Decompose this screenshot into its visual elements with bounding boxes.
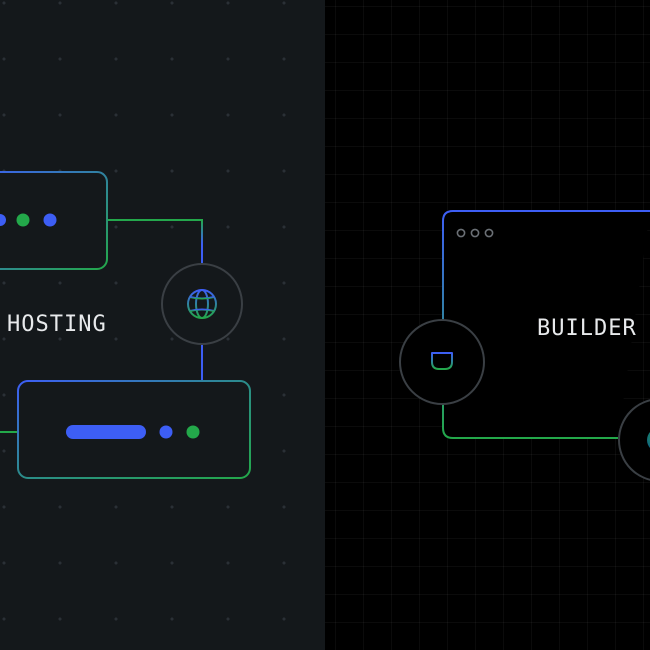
globe-icon xyxy=(187,289,217,319)
plug-node xyxy=(399,319,485,405)
status-dot xyxy=(159,425,173,439)
orb-node xyxy=(618,399,650,481)
hosting-panel xyxy=(0,0,325,650)
top-connector-line xyxy=(107,219,203,264)
hosting-label: HOSTING xyxy=(7,312,107,337)
status-dot xyxy=(43,213,57,227)
status-dot xyxy=(186,425,200,439)
window-dot xyxy=(484,228,494,238)
globe-node xyxy=(161,263,243,345)
builder-diagram xyxy=(399,210,650,481)
orb-icon xyxy=(647,432,650,448)
server-card-top xyxy=(0,171,108,270)
status-bar xyxy=(66,425,146,439)
builder-label: BUILDER xyxy=(537,316,637,341)
status-dot xyxy=(0,214,6,226)
server-card-bottom xyxy=(17,380,251,479)
window-dot xyxy=(456,228,466,238)
hosting-diagram xyxy=(0,171,251,479)
plug-icon xyxy=(431,345,453,379)
status-dot xyxy=(16,213,30,227)
window-dot xyxy=(470,228,480,238)
